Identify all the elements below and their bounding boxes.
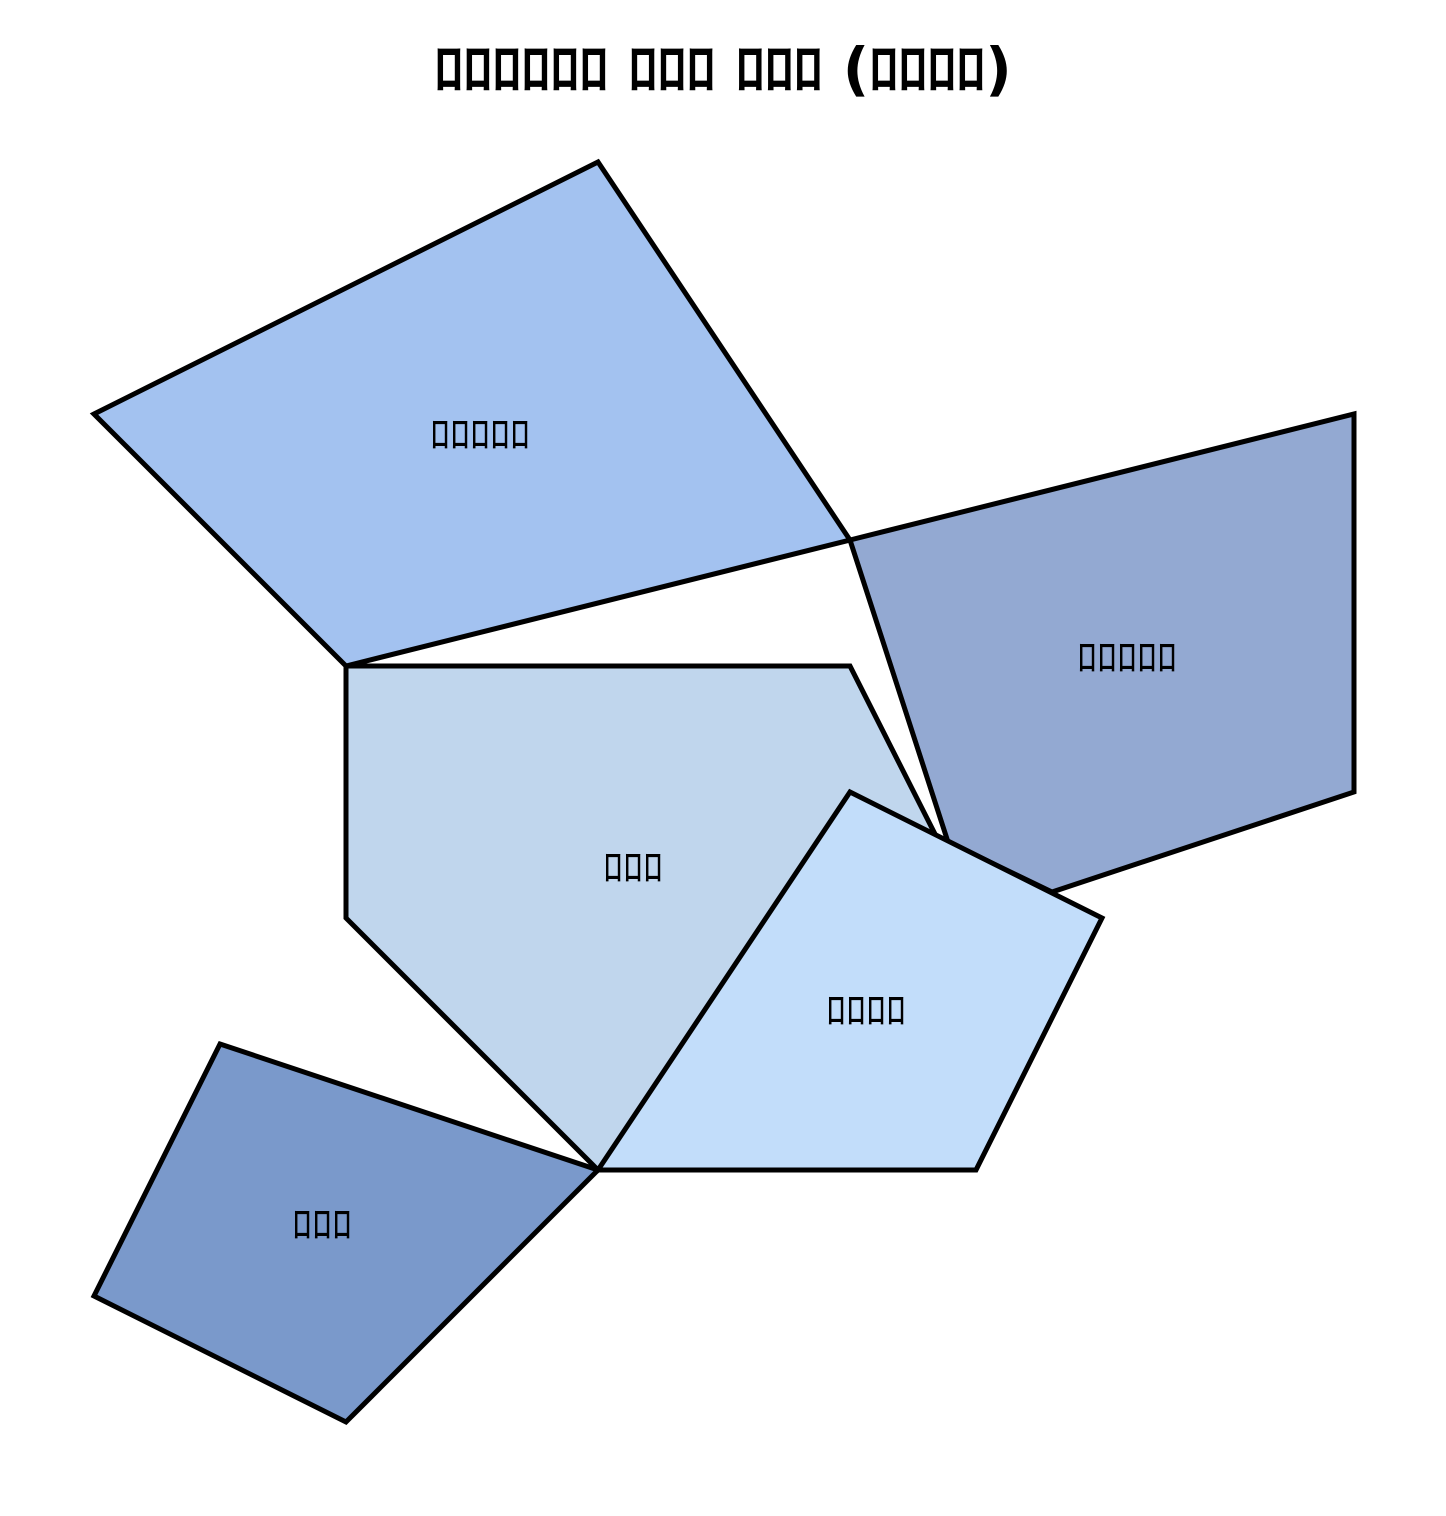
map-title: ﾛﾛﾛﾛﾛﾛ ﾛﾛﾛ ﾛﾛﾛ (ﾛﾛﾛﾛ) [434,35,1012,103]
region-bottom-left-shape[interactable] [90,1040,603,1426]
region-center-label: ﾛﾛﾛ [603,845,663,891]
region-right[interactable]: ﾛﾛﾛﾛﾛ [846,410,1357,895]
region-bottom-left-label: ﾛﾛﾛ [292,1202,352,1248]
region-lower-right-label: ﾛﾛﾛﾛ [826,988,906,1034]
region-top-left-label: ﾛﾛﾛﾛﾛ [430,412,530,458]
region-right-label: ﾛﾛﾛﾛﾛ [1077,635,1177,681]
region-lower-right[interactable]: ﾛﾛﾛﾛ [593,788,1106,1173]
region-right-shape[interactable] [846,410,1357,895]
region-bottom-left[interactable]: ﾛﾛﾛ [90,1040,603,1426]
region-top-left[interactable]: ﾛﾛﾛﾛﾛ [89,158,855,669]
region-lower-right-shape[interactable] [593,788,1106,1173]
